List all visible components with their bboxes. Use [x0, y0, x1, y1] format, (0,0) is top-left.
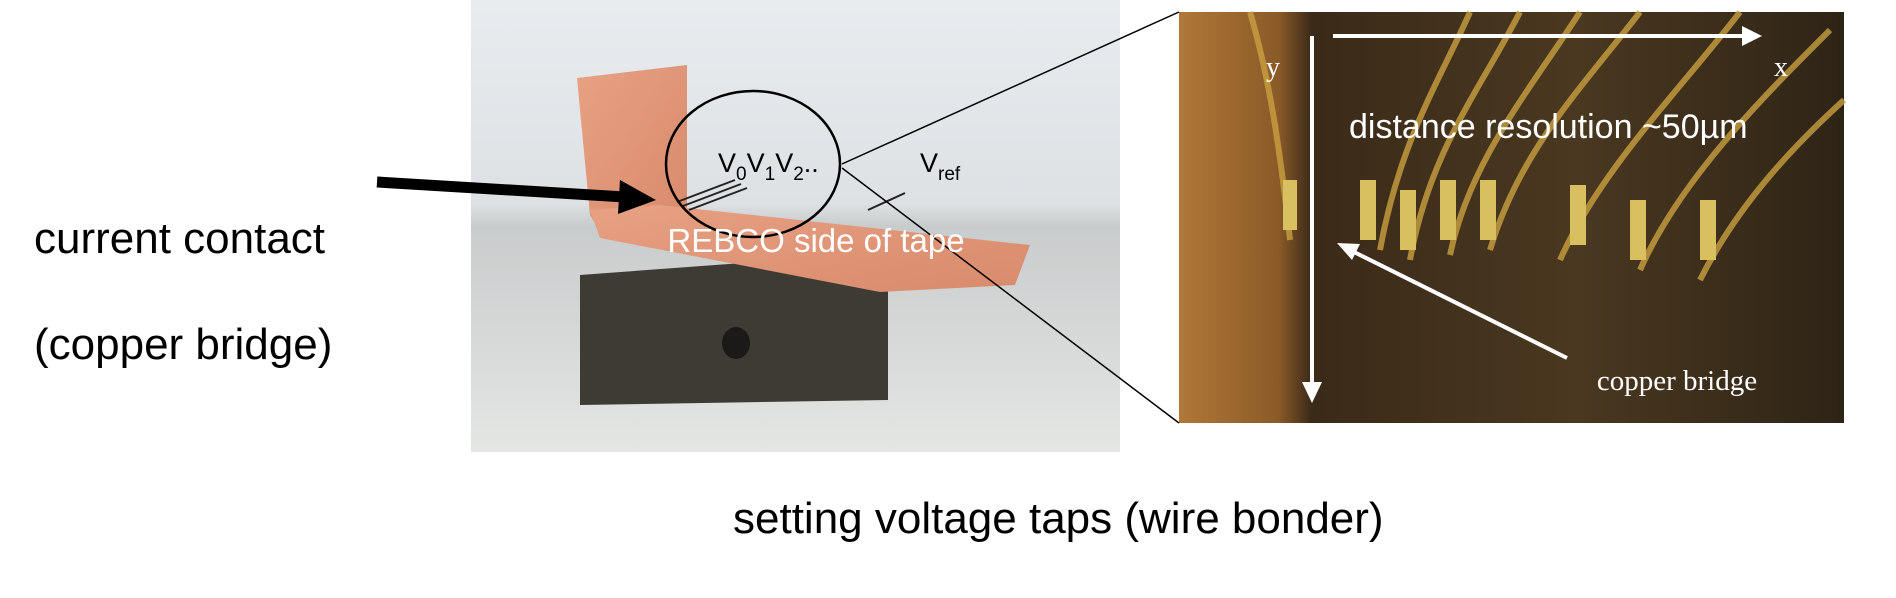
figure-caption: setting voltage taps (wire bonder) — [733, 494, 1384, 543]
holder-hole — [722, 327, 750, 359]
x-axis-label: x — [1774, 52, 1788, 83]
rebco-side-label: REBCO side of tape — [667, 222, 964, 259]
zoom-ellipse — [664, 89, 842, 239]
copper-bridge-label: (copper bridge) — [34, 320, 333, 369]
sample-photo — [471, 0, 1120, 452]
voltage-taps-label: V0V1V2.. — [718, 148, 819, 185]
y-axis-label: y — [1266, 52, 1280, 83]
vref-label: Vref — [920, 148, 961, 185]
microscope-photo — [1179, 10, 1847, 423]
resolution-label: distance resolution ~50µm — [1349, 108, 1748, 146]
rebco-tape — [590, 205, 1030, 292]
current-contact-label: current contact — [34, 214, 326, 263]
copper-bridge-vertical — [577, 65, 687, 232]
copper-bridge-annotation: copper bridge — [1597, 365, 1757, 397]
axis-arrows — [1302, 26, 1762, 403]
arrow-head-icon — [618, 180, 656, 214]
